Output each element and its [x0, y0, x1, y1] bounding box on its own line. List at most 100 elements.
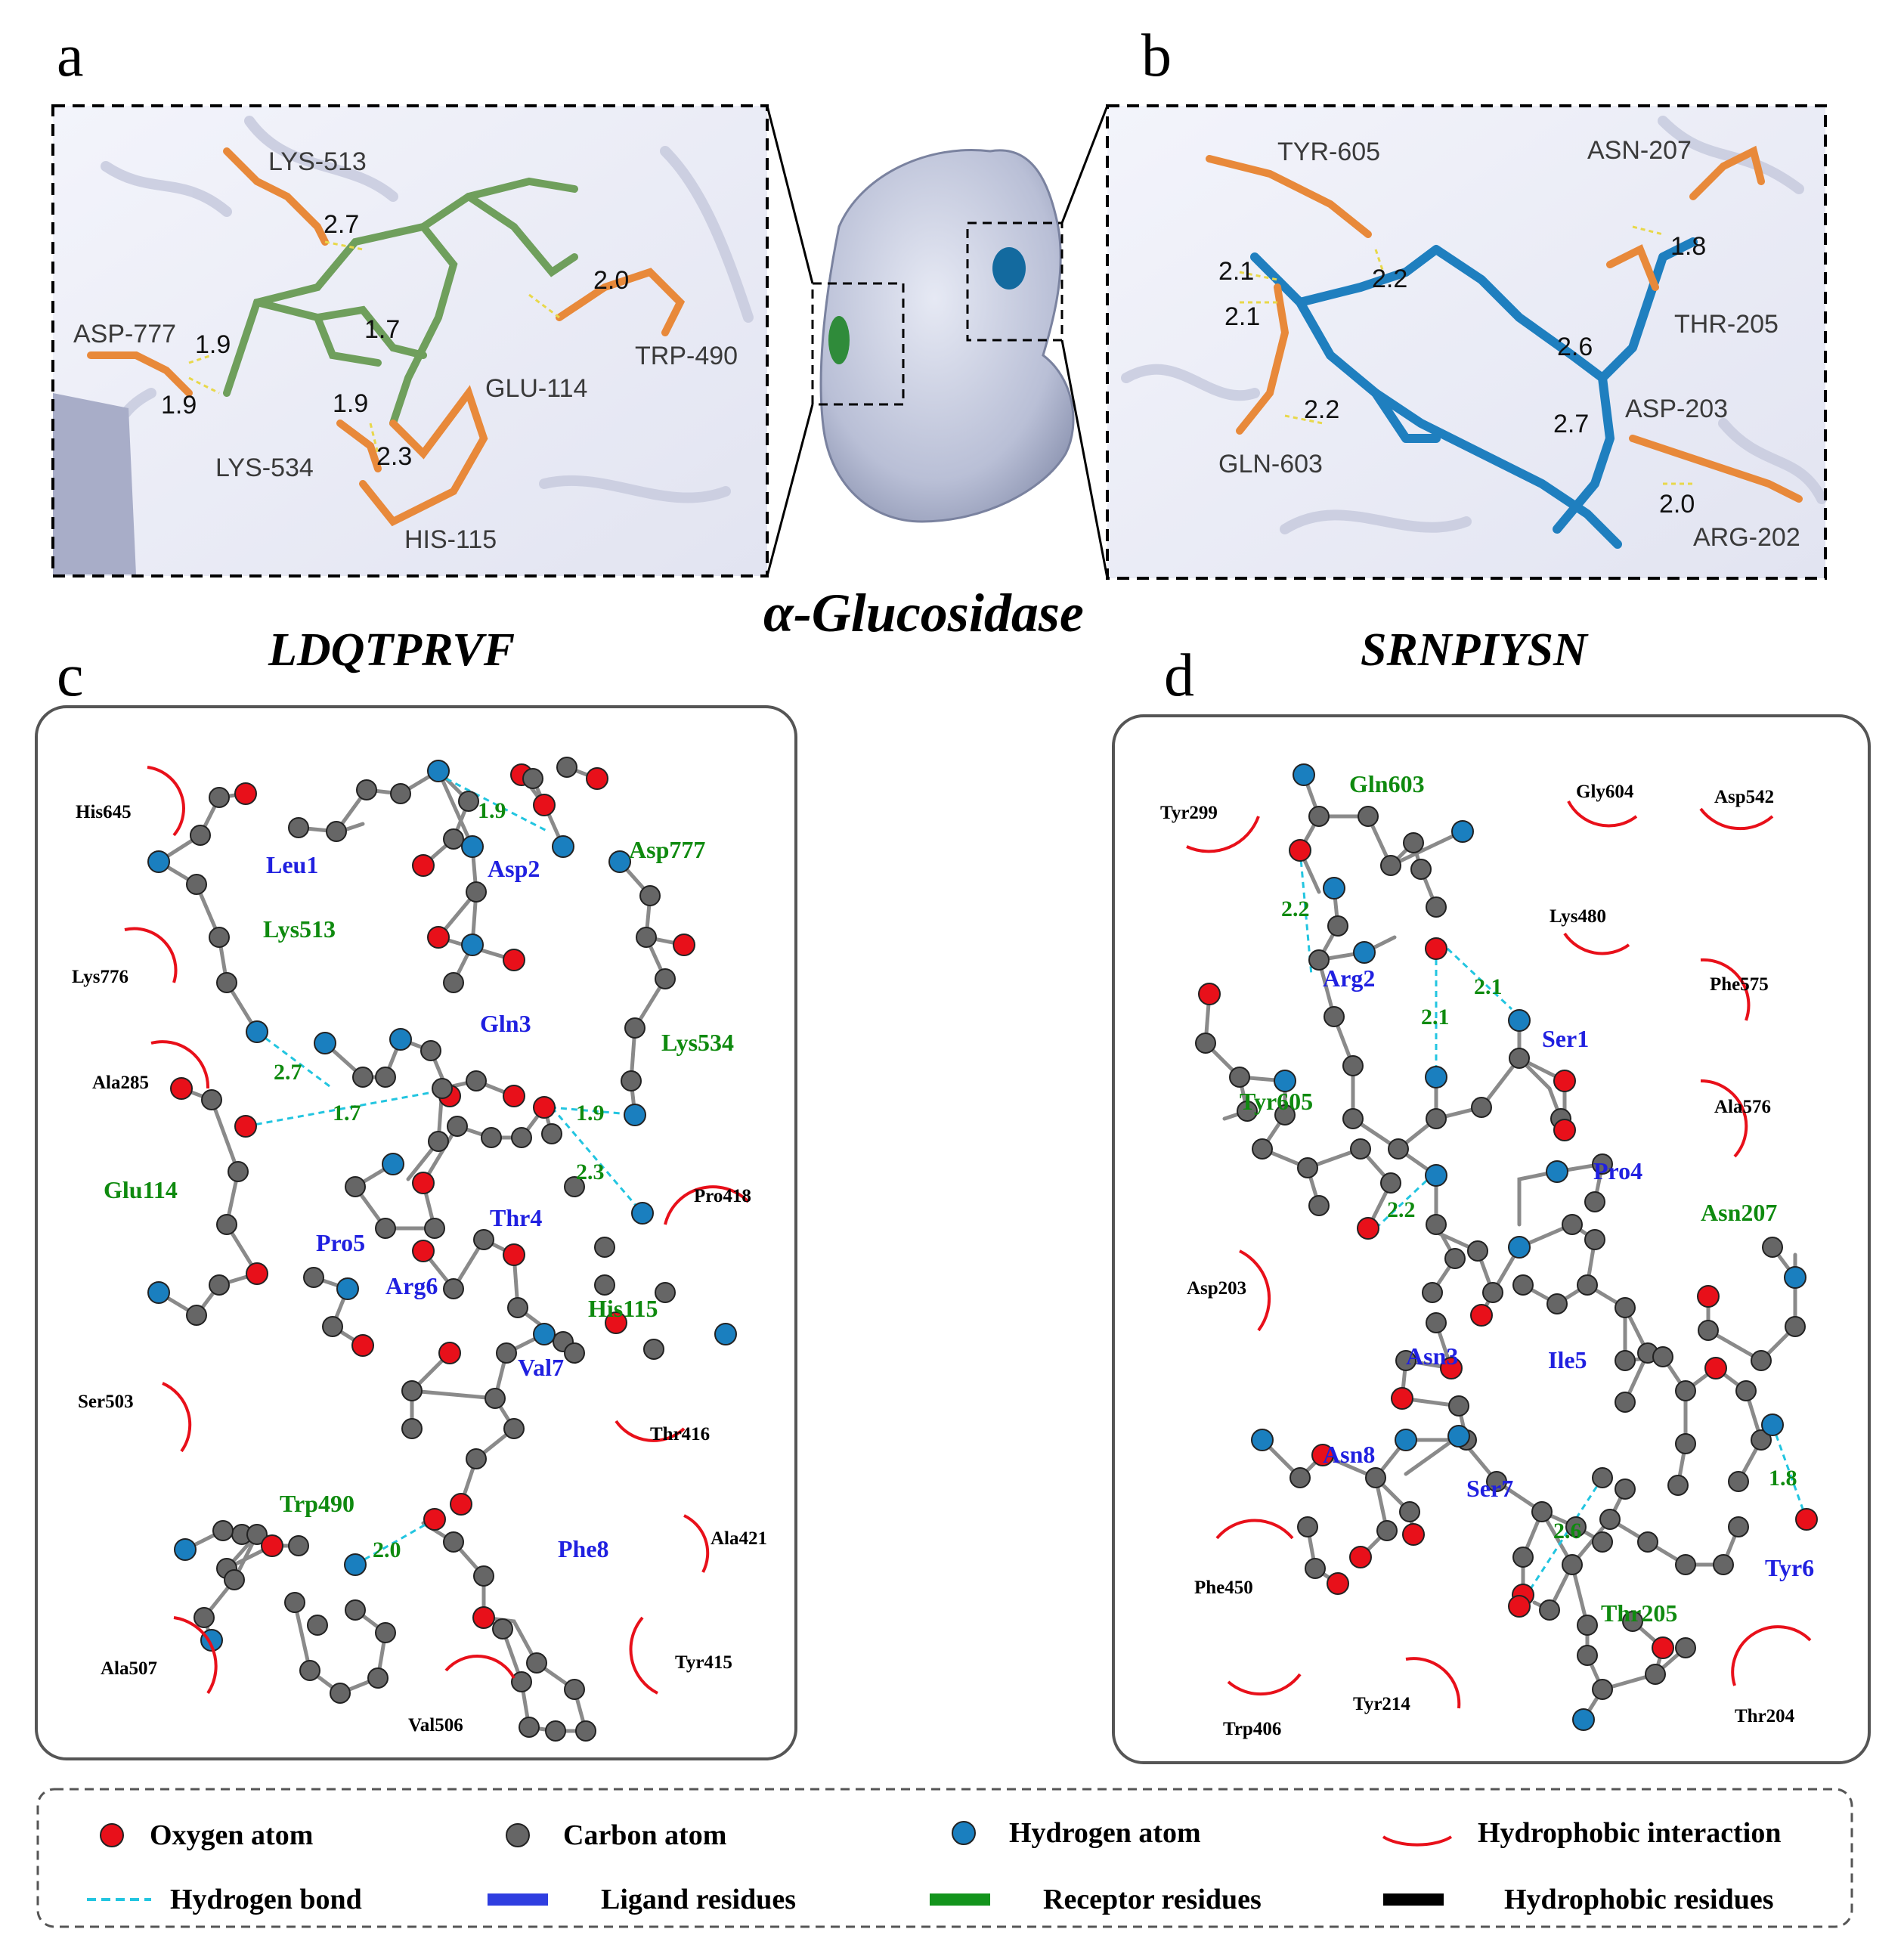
c-carbon-atom: [526, 1652, 547, 1674]
legend-ligand-swatch: [488, 1893, 548, 1906]
c-carbon-atom: [466, 881, 487, 903]
d-carbon-atom: [1713, 1554, 1734, 1575]
d-hyd-6: Asp203: [1187, 1278, 1246, 1299]
res3d-b-1: ASN-207: [1587, 136, 1692, 165]
d-oxygen-atom: [1553, 1070, 1576, 1092]
d-carbon-atom: [1358, 806, 1379, 827]
c-carbon-atom: [481, 1127, 502, 1148]
c-carbon-atom: [216, 1214, 237, 1235]
d-carbon-atom: [1562, 1214, 1583, 1235]
d-carbon-atom: [1512, 1274, 1534, 1296]
c-carbon-atom: [507, 1297, 528, 1318]
c-hb-2: 1.7: [333, 1101, 361, 1126]
dist3d-a-2: 1.9: [161, 391, 197, 420]
d-carbon-atom: [1350, 1138, 1371, 1160]
d-carbon-atom: [1592, 1467, 1613, 1488]
d-oxygen-atom: [1440, 1357, 1463, 1379]
panel-b-3d: TYR-605 ASN-207 THR-205 ASP-203 GLN-603 …: [1106, 104, 1827, 580]
d-carbon-atom: [1565, 1516, 1587, 1537]
d-hb-0: 2.2: [1281, 896, 1310, 921]
c-lig-0: Leu1: [266, 851, 318, 878]
dist3d-a-3: 1.7: [364, 315, 400, 344]
d-carbon-atom: [1509, 1048, 1530, 1069]
d-hydrogen-atom: [1508, 1009, 1531, 1032]
c-carbon-atom: [193, 1607, 215, 1628]
c-carbon-atom: [556, 757, 577, 778]
c-hydrogen-atom: [314, 1032, 336, 1054]
res3d-a-1: ASP-777: [73, 320, 176, 348]
enzyme-title: α-Glucosidase: [763, 583, 1084, 643]
d-carbon-atom: [1584, 1191, 1605, 1212]
d-rec-3: Thr205: [1601, 1599, 1677, 1627]
d-carbon-atom: [1305, 1558, 1326, 1579]
c-carbon-atom: [186, 1305, 207, 1326]
d-lig-1: Ser1: [1542, 1025, 1589, 1052]
d-carbon-atom: [1667, 1475, 1689, 1496]
d-carbon-atom: [1297, 1516, 1318, 1537]
d-carbon-atom: [1637, 1531, 1658, 1553]
d-lig-0: Arg2: [1323, 965, 1375, 992]
d-hydrogen-atom: [1425, 1066, 1447, 1088]
res3d-b-4: GLN-603: [1218, 450, 1323, 478]
c-carbon-atom: [594, 1274, 615, 1296]
c-hydrogen-atom: [461, 934, 484, 956]
c-carbon-atom: [522, 768, 543, 789]
c-rec-5: Trp490: [280, 1490, 354, 1517]
c-carbon-atom: [428, 1131, 449, 1152]
c-hyd-8: Tyr415: [675, 1652, 732, 1673]
c-carbon-atom: [473, 1565, 494, 1587]
d-carbon-atom: [1577, 1615, 1598, 1636]
c-oxygen-atom: [412, 1240, 435, 1262]
panel-label-a: a: [57, 23, 84, 89]
dist3d-b-6: 2.2: [1304, 395, 1339, 424]
dist3d-a-6: 2.0: [593, 266, 629, 295]
d-hydrogen-atom: [1353, 941, 1376, 964]
d-carbon-atom: [1237, 1101, 1258, 1122]
d-oxygen-atom: [1289, 839, 1311, 862]
d-carbon-atom: [1577, 1274, 1598, 1296]
legend-oxygen: Oxygen atom: [150, 1819, 313, 1851]
d-oxygen-atom: [1508, 1595, 1531, 1618]
d-hydrogen-atom: [1251, 1429, 1274, 1451]
legend-ligand: Ligand residues: [601, 1884, 796, 1915]
c-carbon-atom: [473, 1229, 494, 1250]
d-carbon-atom: [1252, 1138, 1273, 1160]
c-carbon-atom: [545, 1720, 566, 1742]
d-oxygen-atom: [1795, 1508, 1818, 1531]
c-hyd-6: Ala421: [711, 1528, 767, 1549]
d-carbon-atom: [1751, 1429, 1772, 1451]
d-hydrogen-atom: [1546, 1160, 1568, 1183]
d-oxygen-atom: [1425, 937, 1447, 960]
res3d-b-0: TYR-605: [1277, 138, 1380, 166]
d-oxygen-atom: [1402, 1523, 1425, 1546]
d-carbon-atom: [1229, 1067, 1250, 1088]
d-carbon-atom: [1308, 949, 1330, 971]
legend-receptor: Receptor residues: [1043, 1884, 1262, 1915]
d-carbon-atom: [1584, 1229, 1605, 1250]
c-carbon-atom: [443, 1531, 464, 1553]
dist3d-b-5: 2.7: [1553, 410, 1589, 438]
c-oxygen-atom: [586, 767, 608, 790]
d-carbon-atom: [1395, 1350, 1416, 1371]
c-oxygen-atom: [170, 1077, 193, 1100]
c-lig-1: Asp2: [488, 855, 540, 882]
c-carbon-atom: [367, 1667, 389, 1689]
c-oxygen-atom: [533, 794, 556, 816]
c-hydrogen-atom: [631, 1202, 654, 1225]
c-carbon-atom: [209, 1274, 230, 1296]
c-oxygen-atom: [427, 926, 450, 949]
c-hb-1: 2.7: [274, 1060, 302, 1085]
c-hydrogen-atom: [624, 1104, 646, 1126]
d-carbon-atom: [1762, 1237, 1783, 1258]
c-carbon-atom: [564, 1176, 585, 1197]
c-oxygen-atom: [234, 1115, 257, 1138]
c-hb-4: 2.3: [576, 1160, 605, 1184]
d-carbon-atom: [1615, 1392, 1636, 1413]
legend-hydrogen: Hydrogen atom: [1009, 1817, 1201, 1849]
c-carbon-atom: [246, 1524, 268, 1545]
c-carbon-atom: [216, 972, 237, 993]
c-oxygen-atom: [533, 1096, 556, 1119]
legend-carbon: Carbon atom: [563, 1819, 726, 1851]
d-carbon-atom: [1675, 1380, 1696, 1401]
c-oxygen-atom: [673, 934, 695, 956]
